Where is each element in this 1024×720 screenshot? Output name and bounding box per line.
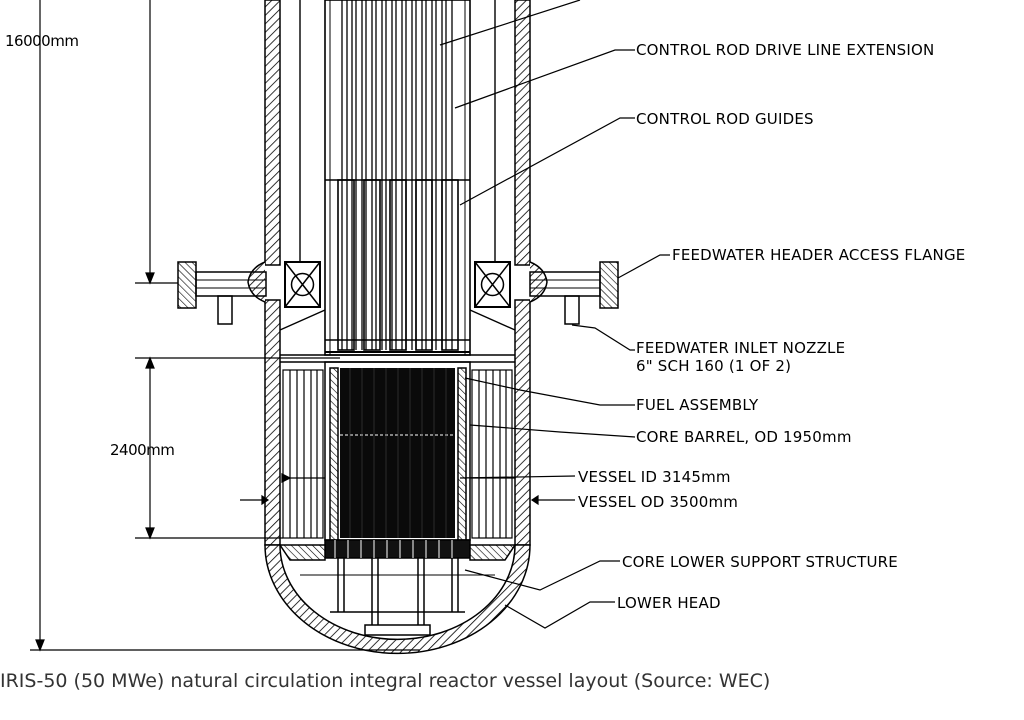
feedwater-nozzle-left <box>177 261 321 325</box>
feedwater-header-access-flange-label: FEEDWATER HEADER ACCESS FLANGE <box>672 246 965 264</box>
downcomer-right <box>471 369 513 539</box>
downcomer-left <box>282 369 324 539</box>
feedwater-inlet-nozzle-spec-label: 6" SCH 160 (1 OF 2) <box>636 357 791 375</box>
vessel-od-label: VESSEL OD 3500mm <box>578 493 738 511</box>
core-height-label: 2400mm <box>110 441 174 459</box>
core-lower-support-structure <box>278 539 517 636</box>
dimension-overall <box>30 0 420 652</box>
fuel-assembly-label: FUEL ASSEMBLY <box>636 396 759 414</box>
control-rod-guides-label: CONTROL ROD GUIDES <box>636 110 814 128</box>
vessel-diameter-arrows <box>240 473 575 506</box>
core-lower-support-structure-label: CORE LOWER SUPPORT STRUCTURE <box>622 553 898 571</box>
lower-head <box>264 544 531 655</box>
vessel-id-label: VESSEL ID 3145mm <box>578 468 731 486</box>
figure-caption: IRIS-50 (50 MWe) natural circulation int… <box>0 670 771 692</box>
lower-head-label: LOWER HEAD <box>617 594 721 612</box>
feedwater-inlet-nozzle-label: FEEDWATER INLET NOZZLE <box>636 339 845 357</box>
vessel-wall-left <box>264 0 281 546</box>
feedwater-nozzle-right <box>474 261 619 325</box>
overall-height-label: 16000mm <box>5 32 78 50</box>
control-rod-guide-assembly <box>324 0 471 356</box>
dimension-core <box>135 0 340 540</box>
leader-lines <box>439 0 670 629</box>
fuel-assembly-core <box>340 368 455 538</box>
core-barrel-label: CORE BARREL, OD 1950mm <box>636 428 852 446</box>
control-rod-drive-line-extension-label: CONTROL ROD DRIVE LINE EXTENSION <box>636 41 934 59</box>
